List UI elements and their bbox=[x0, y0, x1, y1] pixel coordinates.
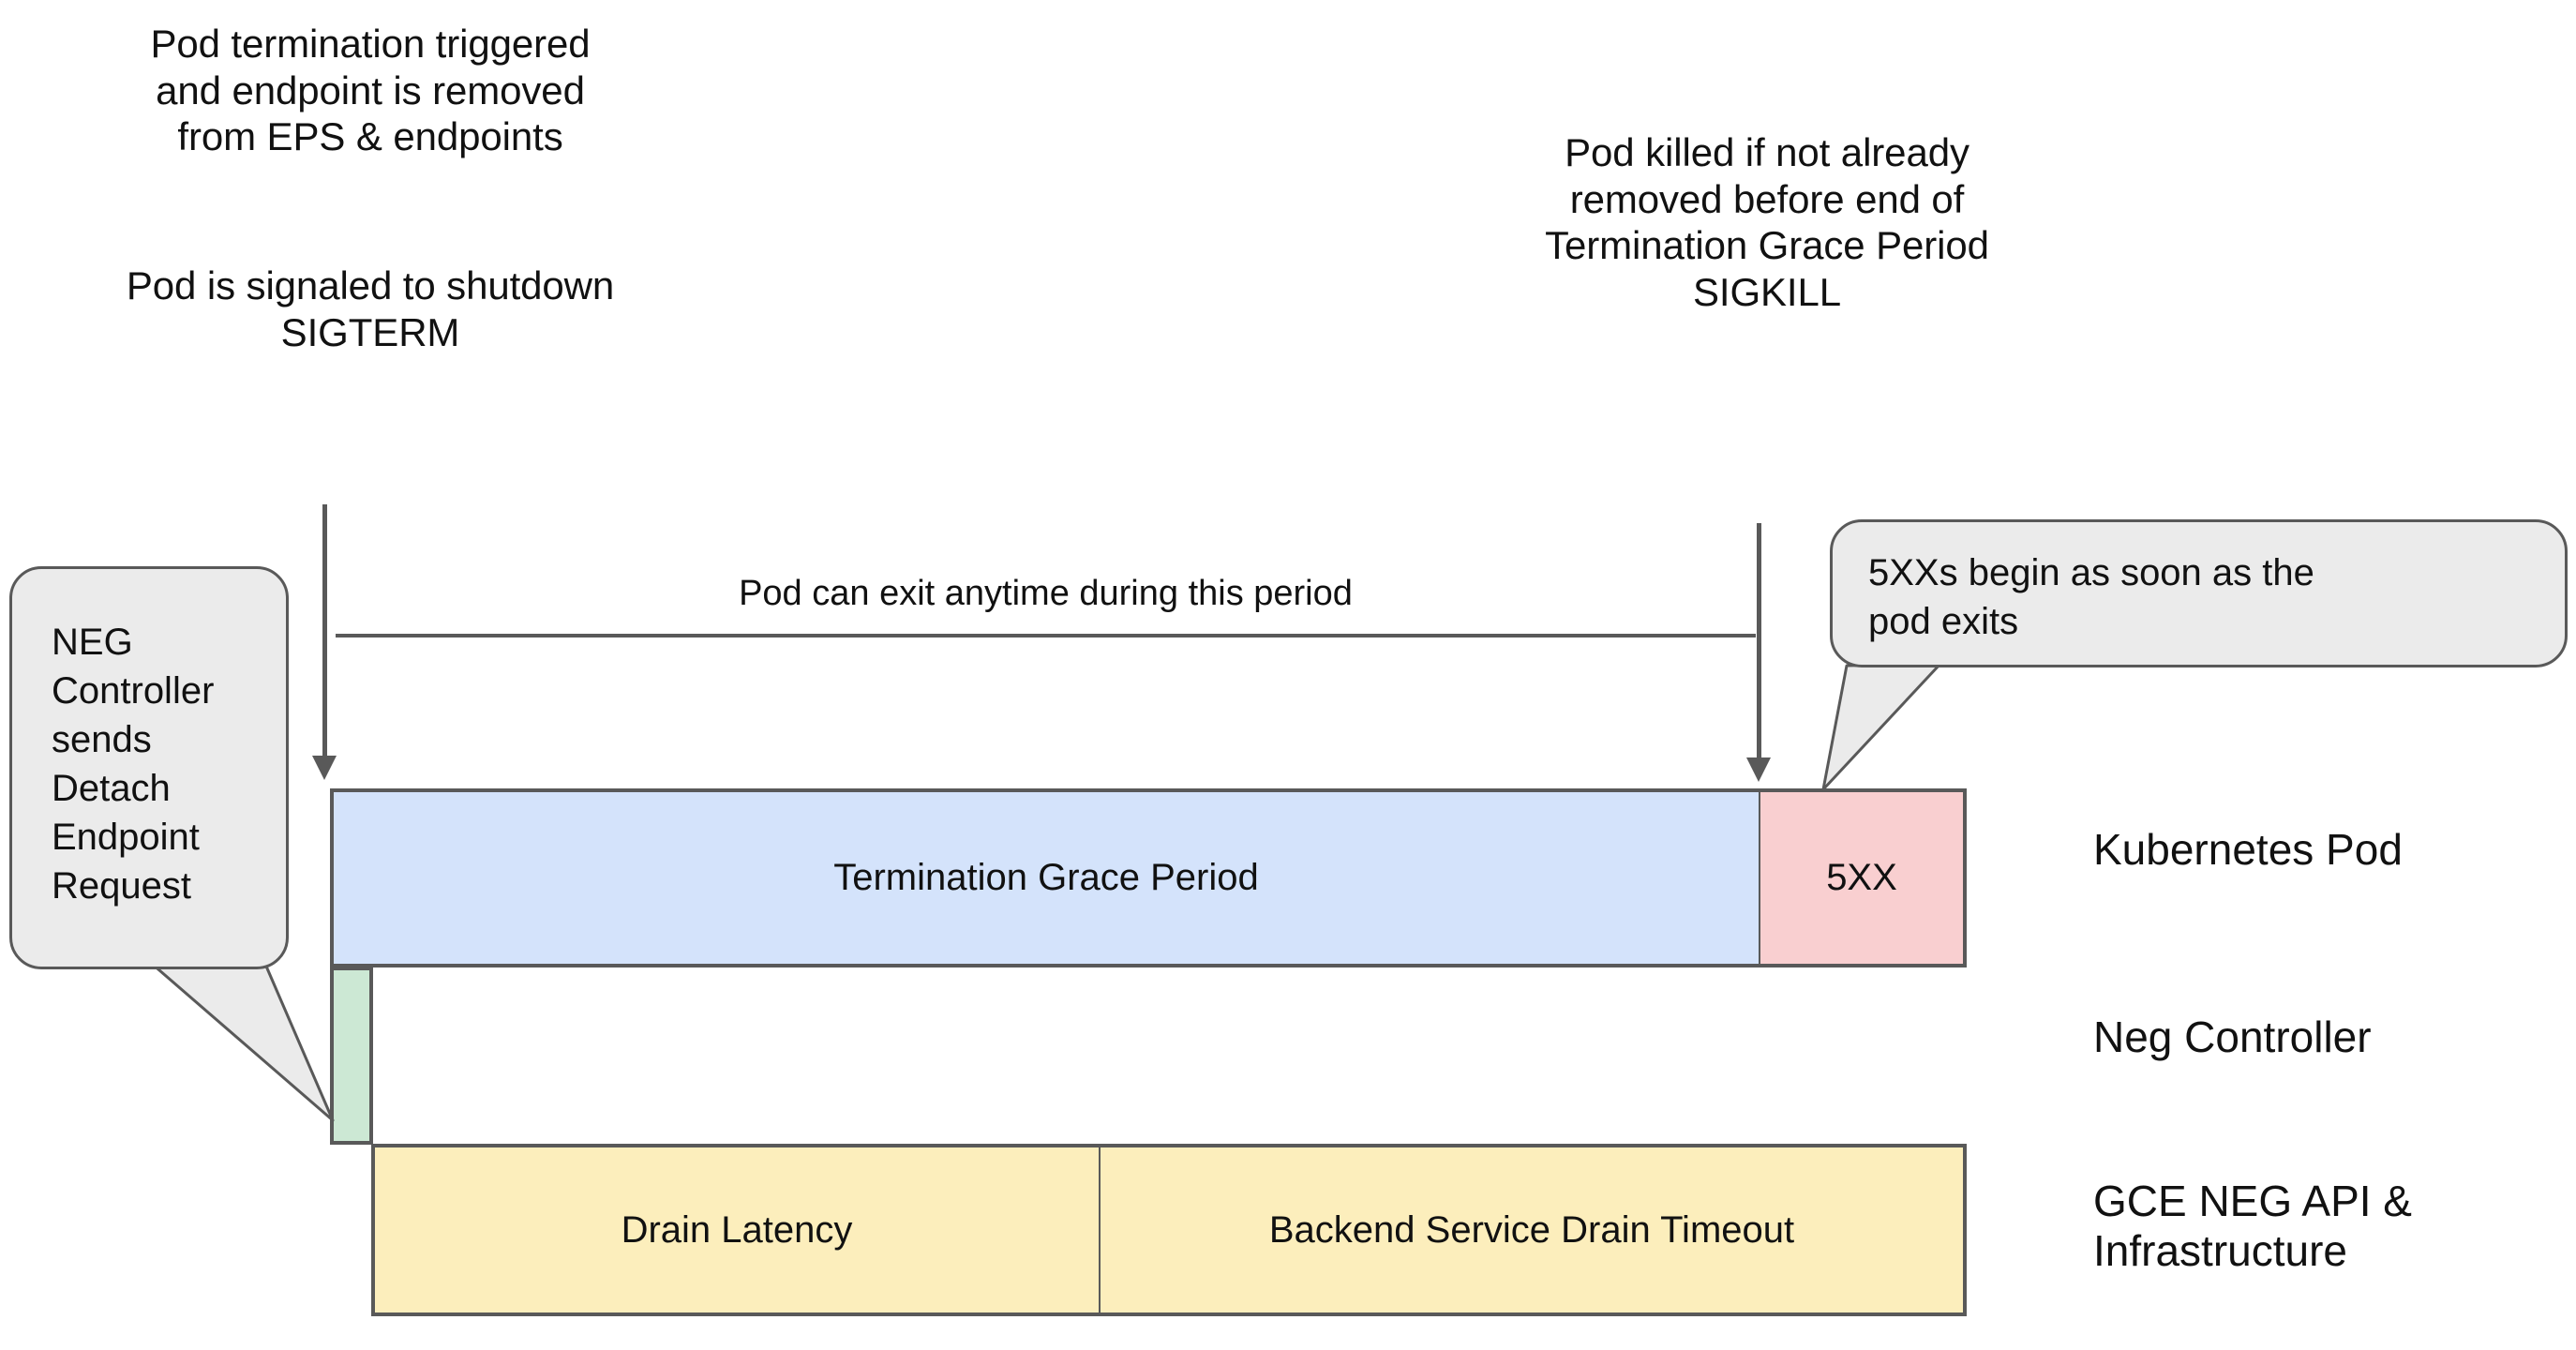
bar-label-termination-grace-period: Termination Grace Period bbox=[833, 857, 1259, 898]
bar-label-drain-latency: Drain Latency bbox=[621, 1208, 853, 1251]
arrow-head bbox=[312, 756, 337, 780]
annotation-pod-killed-sigkill: Pod killed if not already removed before… bbox=[1545, 130, 1989, 314]
arrow-shaft bbox=[322, 504, 327, 756]
callout-5xx-begin: 5XXs begin as soon as the pod exits bbox=[1830, 519, 2568, 668]
bar-backend-service-drain-timeout: Backend Service Drain Timeout bbox=[1099, 1144, 1967, 1316]
bar-5xx: 5XX bbox=[1759, 788, 1967, 968]
row-label-kubernetes-pod: Kubernetes Pod bbox=[2093, 825, 2403, 874]
row-label-neg-controller: Neg Controller bbox=[2093, 1012, 2372, 1061]
bar-termination-grace-period: Termination Grace Period bbox=[330, 788, 1760, 968]
row-label-gce-neg-api: GCE NEG API & Infrastructure bbox=[2093, 1177, 2412, 1276]
callout-neg-controller: NEG Controller sends Detach Endpoint Req… bbox=[9, 566, 289, 969]
arrow-head bbox=[1746, 758, 1771, 782]
pod-can-exit-span-line bbox=[336, 634, 1756, 638]
bar-label-backend-service-drain-timeout: Backend Service Drain Timeout bbox=[1268, 1208, 1795, 1251]
arrow-shaft bbox=[1757, 523, 1761, 758]
bar-drain-latency: Drain Latency bbox=[371, 1144, 1101, 1316]
annotation-pod-signaled-shutdown: Pod is signaled to shutdown SIGTERM bbox=[126, 263, 615, 354]
bar-neg-detach bbox=[330, 967, 373, 1145]
bar-label-5xx: 5XX bbox=[1826, 857, 1897, 898]
pod-can-exit-label: Pod can exit anytime during this period bbox=[739, 574, 1353, 613]
annotation-pod-termination-triggered: Pod termination triggered and endpoint i… bbox=[150, 22, 591, 159]
